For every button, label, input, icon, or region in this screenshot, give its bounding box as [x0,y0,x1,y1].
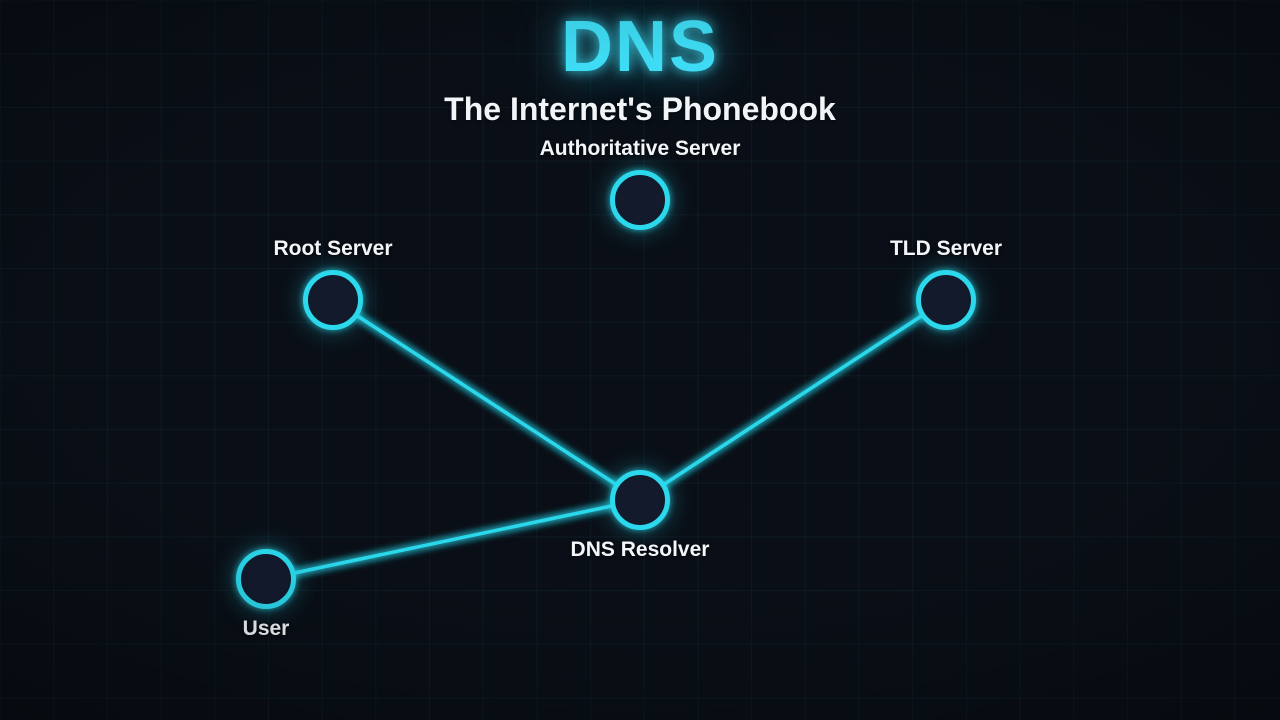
node-label-user: User [242,617,290,640]
node-circle-authoritative-server [610,170,670,230]
node-dns-resolver: DNS Resolver [571,470,709,561]
node-label-tld-server: TLD Server [889,237,1003,260]
edge-root-to-resolver [331,298,642,502]
node-label-root-server: Root Server [273,237,393,260]
node-circle-user [236,549,296,609]
node-user: User [236,549,296,640]
node-root-server: Root Server [273,237,393,330]
node-label-dns-resolver: DNS Resolver [570,538,710,561]
edge-tld-to-resolver [638,298,948,502]
node-label-authoritative-server: Authoritative Server [539,137,741,160]
node-authoritative-server: Authoritative Server [540,137,740,230]
node-circle-dns-resolver [610,470,670,530]
page-title: DNS [560,7,719,87]
page-subtitle: The Internet's Phonebook [444,91,836,127]
node-circle-tld-server [916,270,976,330]
node-tld-server: TLD Server [890,237,1002,330]
edge-user-to-resolver [264,498,642,581]
node-circle-root-server [303,270,363,330]
